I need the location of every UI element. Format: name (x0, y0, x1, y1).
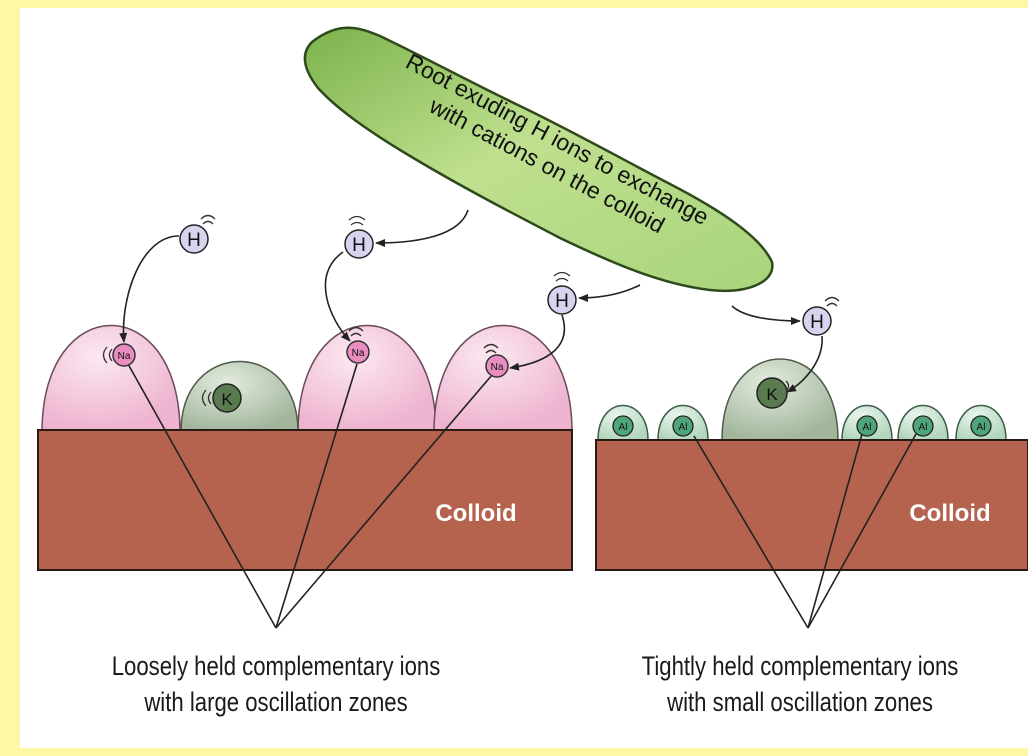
h-ion-label: H (187, 230, 201, 251)
caption-left-line1: Loosely held complementary ions (104, 648, 448, 684)
caption-left-line2: with large oscillation zones (104, 684, 448, 720)
caption-right-line1: Tightly held complementary ions (628, 648, 972, 684)
na-ion-label: Na (491, 362, 504, 373)
h-ion-label: H (555, 291, 569, 312)
h-ion-label: H (810, 312, 824, 333)
caption-right-line2: with small oscillation zones (628, 684, 972, 720)
al-ion-label: Al (619, 422, 628, 433)
caption-right: Tightly held complementary ions with sma… (628, 648, 972, 720)
k-ion-label: K (221, 390, 233, 409)
h-ion-label: H (352, 235, 366, 256)
na-ion-label: Na (118, 351, 131, 362)
colloid-label-left: Colloid (435, 500, 516, 527)
k-ion-label: K (766, 385, 778, 404)
na-ion-label: Na (352, 348, 365, 359)
caption-left: Loosely held complementary ions with lar… (104, 648, 448, 720)
al-ion-label: Al (919, 422, 928, 433)
al-ion-label: Al (863, 422, 872, 433)
al-ion-label: Al (679, 422, 688, 433)
colloid-label-right: Colloid (909, 500, 990, 527)
al-ion-label: Al (977, 422, 986, 433)
